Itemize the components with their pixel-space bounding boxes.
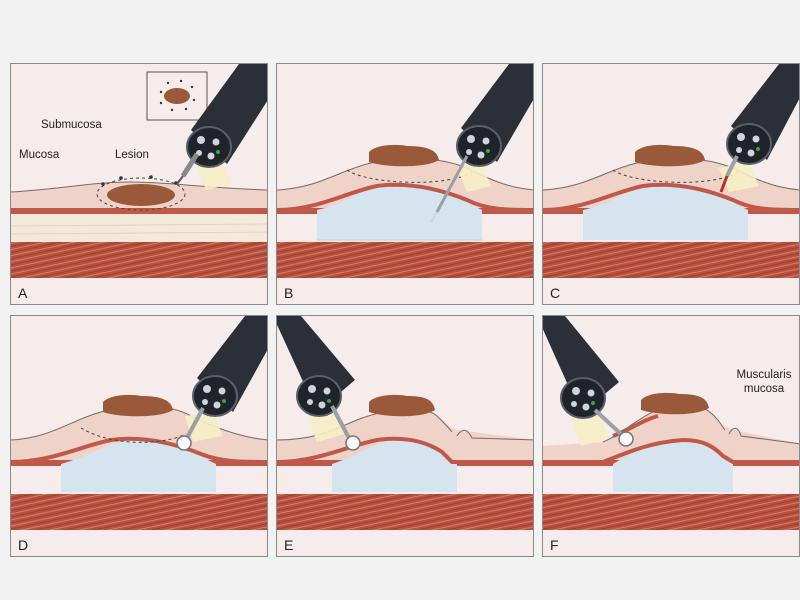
panel-d: D xyxy=(10,315,268,557)
it-knife-tip xyxy=(176,435,192,451)
label-muscularis-mucosa: Muscularis mucosa xyxy=(731,368,797,396)
it-knife-tip xyxy=(345,435,361,451)
panel-e-illustration xyxy=(277,316,533,530)
panel-label: A xyxy=(18,285,28,301)
panel-c-illustration xyxy=(543,64,799,278)
fluid-cushion xyxy=(613,440,733,492)
panel-label: C xyxy=(550,285,561,301)
muscle-layer xyxy=(277,494,533,530)
endoscope xyxy=(430,64,533,223)
panel-a: Submucosa Mucosa Lesion A xyxy=(10,63,268,305)
panel-label: E xyxy=(284,537,294,553)
incision-edge xyxy=(456,429,533,441)
muscularis-mucosa-line xyxy=(11,208,267,214)
fluid-cushion xyxy=(583,182,748,240)
label-submucosa: Submucosa xyxy=(41,119,102,131)
label-muscularis-line2: mucosa xyxy=(743,383,785,395)
label-muscularis-line1: Muscularis xyxy=(736,369,792,381)
panel-a-illustration xyxy=(11,64,267,278)
light-beam xyxy=(457,162,491,192)
marking-circle xyxy=(96,177,186,211)
it-knife-tip xyxy=(618,431,634,447)
incision-edge xyxy=(728,427,799,445)
panel-label: B xyxy=(284,285,294,301)
lesion xyxy=(369,394,435,417)
endoscope xyxy=(176,316,267,451)
marking-circle xyxy=(80,427,187,443)
muscle-layer xyxy=(543,494,799,530)
panel-f-illustration xyxy=(543,316,799,530)
muscle-layer xyxy=(11,242,267,278)
light-beam xyxy=(571,414,609,446)
endoscope xyxy=(719,64,799,193)
label-mucosa: Mucosa xyxy=(19,149,60,161)
panel-b-illustration xyxy=(277,64,533,278)
panel-d-illustration xyxy=(11,316,267,530)
lesion xyxy=(369,144,439,167)
lesion xyxy=(107,184,175,206)
lesion xyxy=(103,394,173,417)
panel-e: E xyxy=(276,315,534,557)
submucosa-layer xyxy=(11,214,267,242)
fluid-cushion xyxy=(332,438,457,492)
label-lesion: Lesion xyxy=(115,149,149,161)
endoscope xyxy=(176,64,267,185)
endoscope xyxy=(277,316,361,451)
needle-knife xyxy=(719,175,729,193)
fluid-cushion xyxy=(61,438,216,492)
panel-label: D xyxy=(18,537,29,553)
injection-needle xyxy=(435,155,469,213)
fluid-cushion xyxy=(317,182,482,240)
light-beam xyxy=(307,410,345,442)
panel-b: B xyxy=(276,63,534,305)
inset-lesion xyxy=(164,88,190,104)
panel-label: F xyxy=(550,537,559,553)
panel-f: Muscularis mucosa F xyxy=(542,315,800,557)
muscle-layer xyxy=(543,242,799,278)
panel-c: C xyxy=(542,63,800,305)
endoscope xyxy=(543,316,634,447)
muscle-layer xyxy=(11,494,267,530)
light-beam xyxy=(185,412,223,442)
lesion xyxy=(641,392,709,415)
muscle-layer xyxy=(277,242,533,278)
lesion xyxy=(635,144,705,167)
